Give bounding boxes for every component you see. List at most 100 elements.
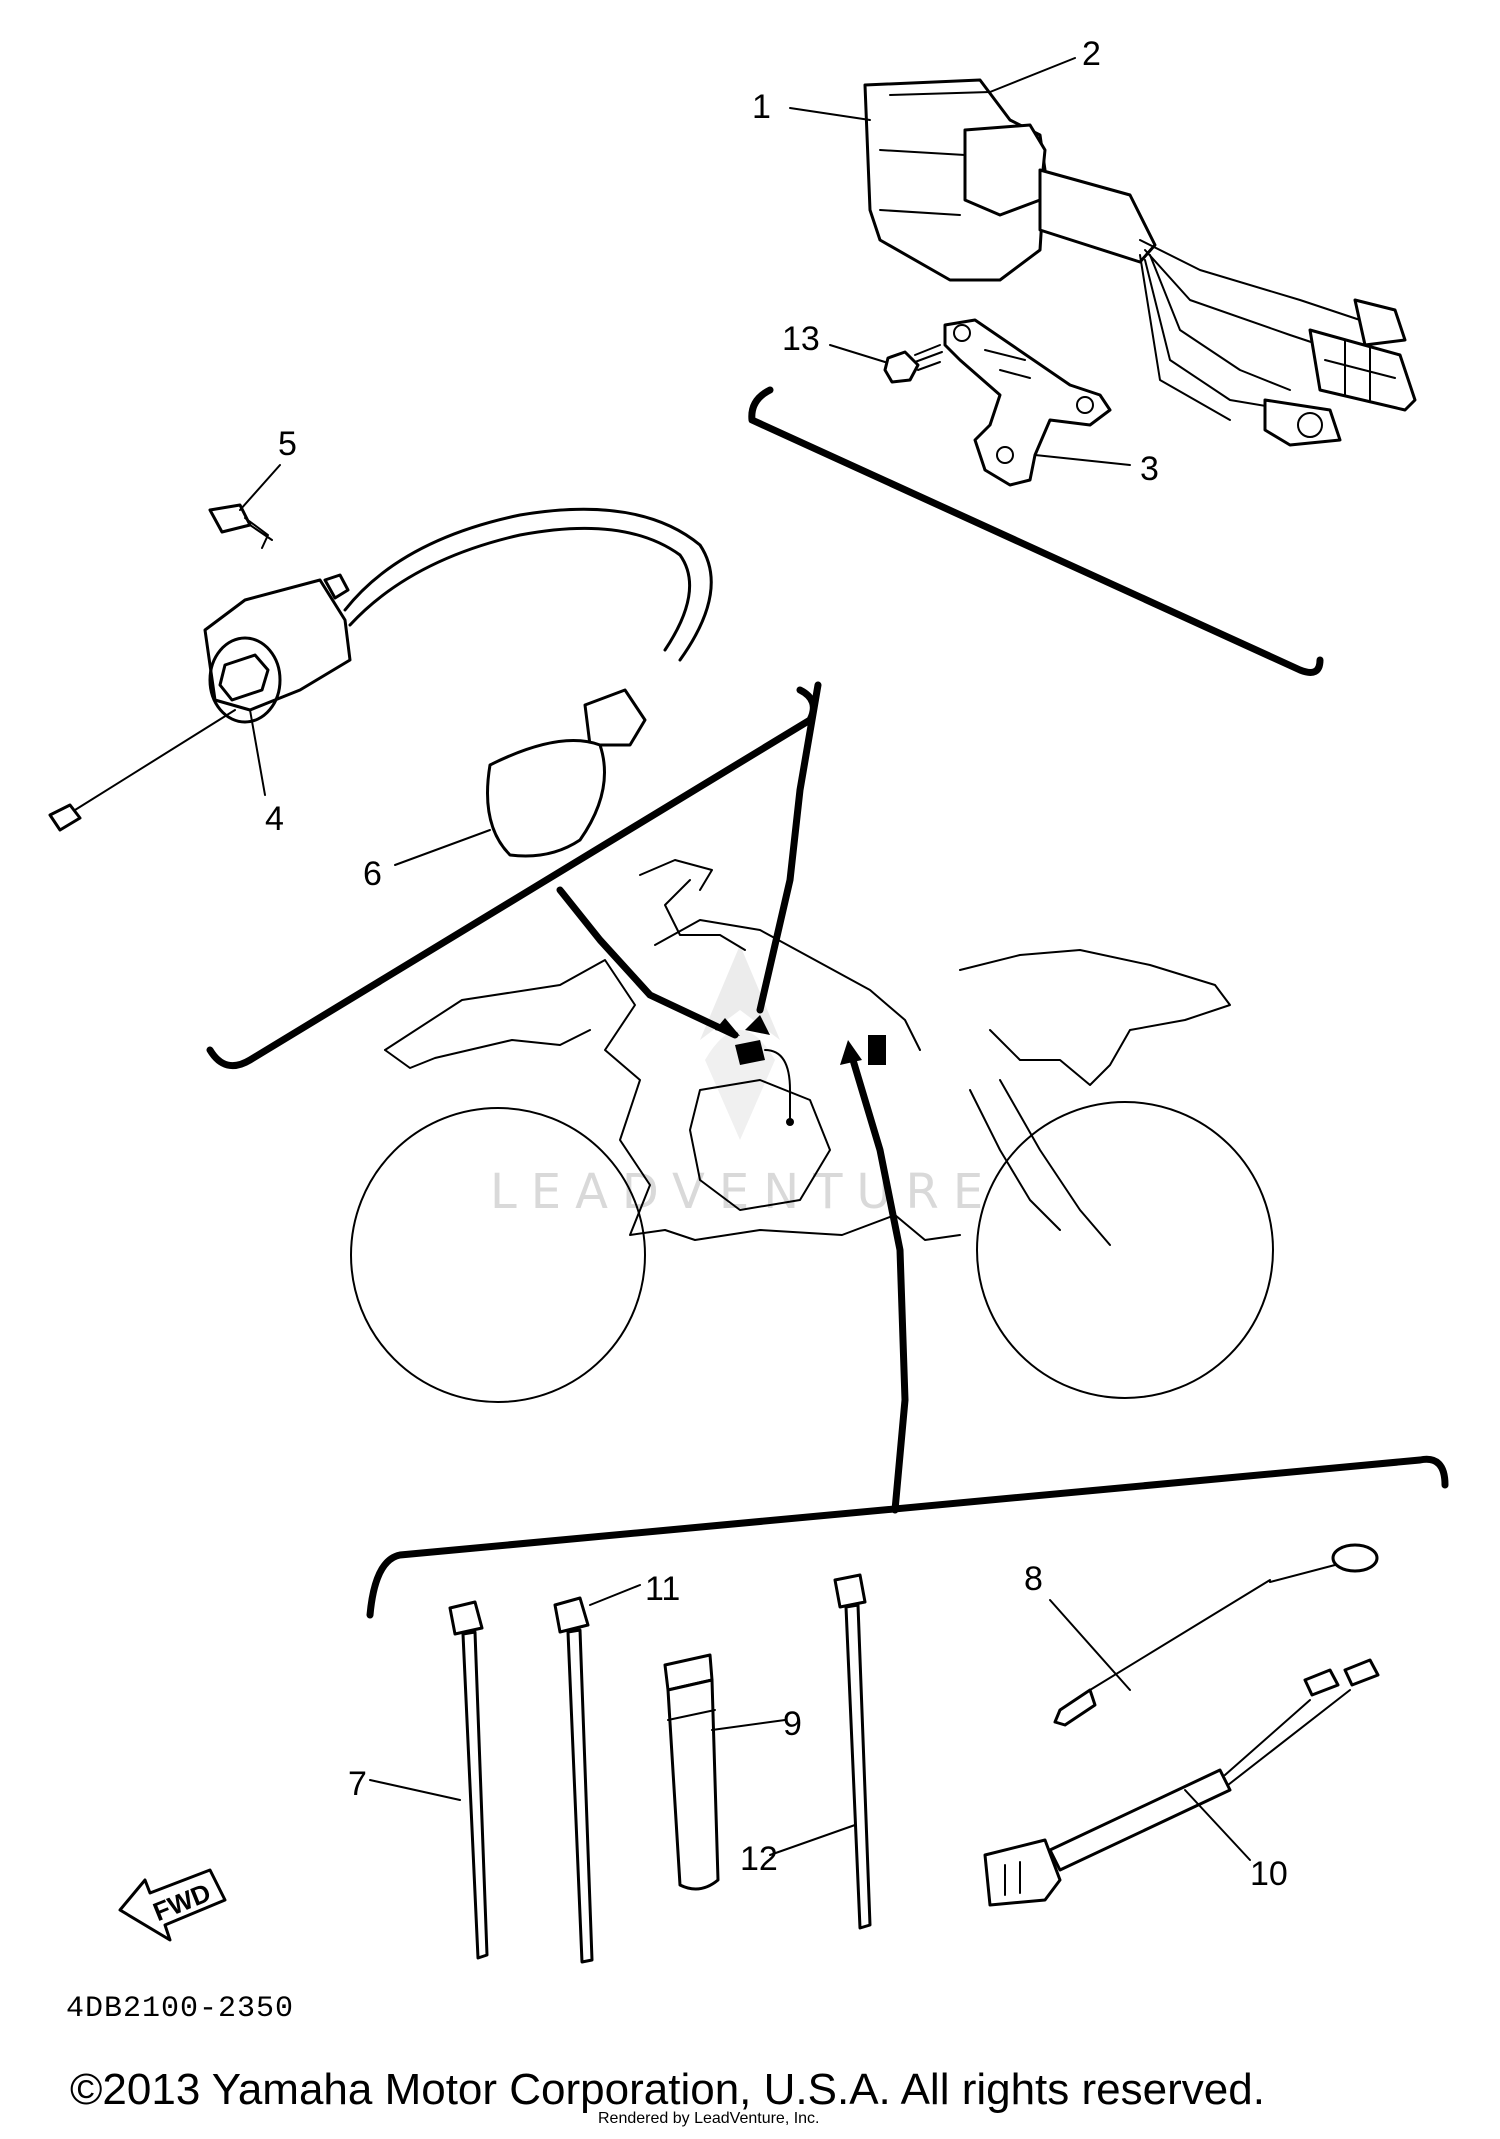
callout-8: 8 — [1024, 1560, 1043, 1598]
cdi-connector-round-face — [1297, 412, 1323, 438]
cable-tie-7 — [448, 1600, 489, 1960]
ground-lead-ring-terminal — [1331, 1543, 1379, 1573]
bracket-cdi-group — [748, 386, 1324, 676]
bracket-harness-group — [366, 1455, 1449, 1619]
callout-4: 4 — [265, 800, 284, 838]
sub-lead-coupler-pins — [1004, 1861, 1021, 1896]
cable-tie-11 — [553, 1596, 594, 1964]
callout-11: 11 — [645, 1570, 680, 1608]
handlebar-line — [639, 859, 713, 891]
engine-outline — [689, 1079, 831, 1211]
cable-tie-11-strap — [566, 1628, 594, 1964]
front-fender-line — [959, 949, 1231, 1086]
callout-6: 6 — [363, 855, 382, 893]
leader-5 — [239, 464, 281, 511]
callout-12: 12 — [740, 1840, 778, 1878]
cdi-bracket — [943, 318, 1112, 487]
callout-2: 2 — [1082, 35, 1101, 73]
leader-harness-group — [846, 1046, 909, 1514]
sub-lead-terminal-2 — [1343, 1658, 1380, 1687]
fwd-arrow-shape — [118, 1868, 227, 1942]
ground-lead-wire — [1089, 1579, 1271, 1691]
seat-line — [384, 1029, 591, 1069]
spark-plug-cap — [486, 739, 606, 858]
cable-tie-11-head — [553, 1596, 590, 1634]
front-fork-inner-line — [969, 1089, 1061, 1231]
coil-ground-terminal — [48, 803, 82, 832]
coil-bolt-head — [208, 503, 252, 534]
leader-9 — [711, 1719, 786, 1731]
front-wheel — [976, 1101, 1274, 1399]
arrow-head-cdi — [745, 1015, 770, 1035]
cable-tie-12-head — [833, 1573, 867, 1609]
leader-8 — [1049, 1599, 1131, 1691]
arrow-head-harness — [840, 1040, 862, 1065]
number-plate-line — [664, 879, 746, 951]
sub-wire-lead — [983, 1658, 1380, 1907]
coil-bolt-thread — [244, 517, 273, 549]
cdi-bracket-hole-bottom — [996, 446, 1014, 464]
front-fork-line — [999, 1079, 1111, 1246]
leader-4 — [249, 709, 266, 796]
tank-top-line — [654, 919, 921, 1051]
cdi-connector-small — [1353, 298, 1407, 347]
leader-10 — [1184, 1789, 1251, 1861]
harness-band-strap — [666, 1678, 720, 1891]
callout-9: 9 — [783, 1705, 802, 1743]
cable-tie-7-strap — [461, 1630, 489, 1960]
leader-12 — [769, 1824, 856, 1856]
ignition-coil — [48, 503, 713, 858]
cdi-wire-sleeve — [1038, 168, 1157, 264]
leader-11 — [589, 1584, 641, 1606]
coil-hv-lead-inner — [348, 526, 692, 652]
cdi-bracket-hole-top — [953, 324, 971, 342]
leader-3 — [1034, 454, 1131, 466]
callout-1: 1 — [752, 88, 771, 126]
cdi-connector-pins — [1324, 339, 1396, 401]
sub-lead-wire-2 — [1227, 1689, 1351, 1786]
sub-lead-wire-1 — [1224, 1699, 1311, 1776]
cdi-bracket-screw — [883, 344, 943, 384]
cdi-unit-cap — [963, 123, 1047, 217]
mount-wire-line — [764, 1049, 791, 1121]
cable-tie-12-strap — [844, 1603, 872, 1930]
mount-wire-end — [786, 1118, 794, 1126]
sub-lead-sleeve — [1048, 1768, 1232, 1872]
harness-band — [663, 1653, 720, 1891]
cdi-bracket-hole-right — [1076, 396, 1094, 414]
cdi-bracket-plate — [943, 318, 1112, 487]
coil-mount-spot — [868, 1035, 886, 1065]
leader-coil-group — [556, 886, 739, 1039]
rear-wheel — [350, 1107, 646, 1403]
callout-13: 13 — [782, 320, 820, 358]
cable-tie-12 — [833, 1573, 872, 1930]
sub-lead-terminal-1 — [1303, 1668, 1340, 1697]
render-credit: Rendered by LeadVenture, Inc. — [598, 2110, 820, 2127]
callout-5: 5 — [278, 425, 297, 463]
cdi-screw-head — [883, 350, 920, 384]
callout-numbers: 1 2 3 4 5 6 7 8 9 10 11 12 13 — [265, 35, 1288, 1893]
leader-1 — [789, 107, 871, 121]
cdi-connector-round — [1263, 398, 1342, 447]
cdi-bracket-slots — [984, 349, 1031, 379]
diagram-code: 4DB2100-2350 — [66, 1992, 295, 2026]
forward-direction-arrow: FWD — [118, 1868, 227, 1942]
coil-tab — [323, 573, 350, 600]
leader-6 — [394, 829, 491, 866]
cdi-unit — [863, 78, 1417, 447]
leader-cdi-group — [756, 681, 822, 1014]
coil-face — [208, 636, 282, 724]
cdi-wire-5 — [1139, 254, 1231, 421]
callout-7: 7 — [348, 1765, 367, 1803]
leader-7 — [369, 1779, 461, 1801]
leader-2 — [989, 57, 1076, 93]
leader-13 — [829, 344, 886, 363]
callout-3: 3 — [1140, 450, 1159, 488]
cdi-wire-4 — [1144, 259, 1291, 411]
ground-lead — [1053, 1543, 1379, 1727]
coil-ground-wire — [74, 709, 236, 811]
ground-lead-neck — [1269, 1564, 1336, 1583]
bracket-coil-group — [206, 686, 817, 1070]
coil-lead-ferrule — [583, 688, 647, 747]
